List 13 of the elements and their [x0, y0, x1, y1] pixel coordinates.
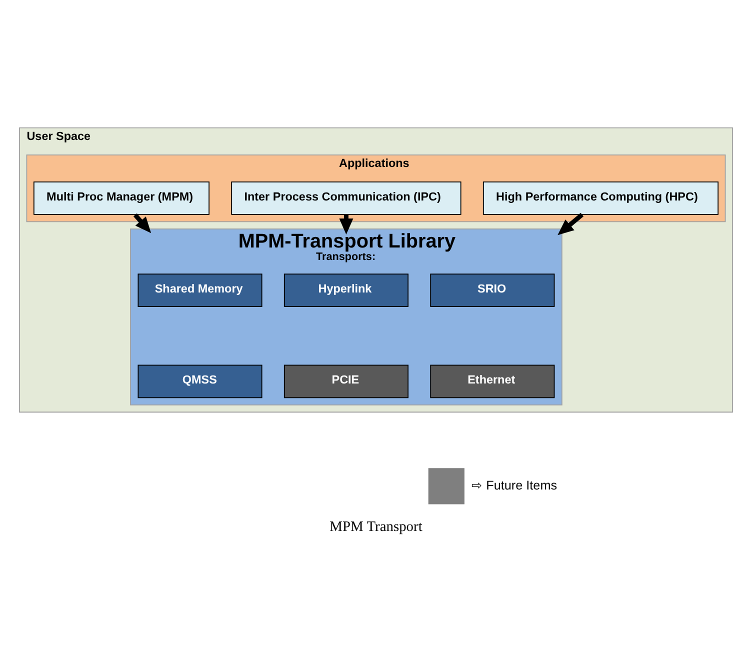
- node-box: High Performance Computing (HPC): [482, 182, 719, 215]
- node-box: Inter Process Communication (IPC): [231, 182, 462, 215]
- arrow: [133, 213, 152, 234]
- node-box: QMSS: [138, 364, 262, 398]
- node-box: Shared Memory: [138, 274, 262, 307]
- legend-label: ⇨ Future Items: [472, 478, 558, 492]
- node-box: Hyperlink: [284, 274, 408, 307]
- node-box: PCIE: [284, 364, 408, 398]
- arrow: [558, 212, 584, 236]
- node-box: Multi Proc Manager (MPM): [33, 182, 210, 215]
- node-box: Ethernet: [430, 364, 555, 398]
- caption: MPM Transport: [330, 519, 422, 536]
- node-box: SRIO: [430, 274, 555, 307]
